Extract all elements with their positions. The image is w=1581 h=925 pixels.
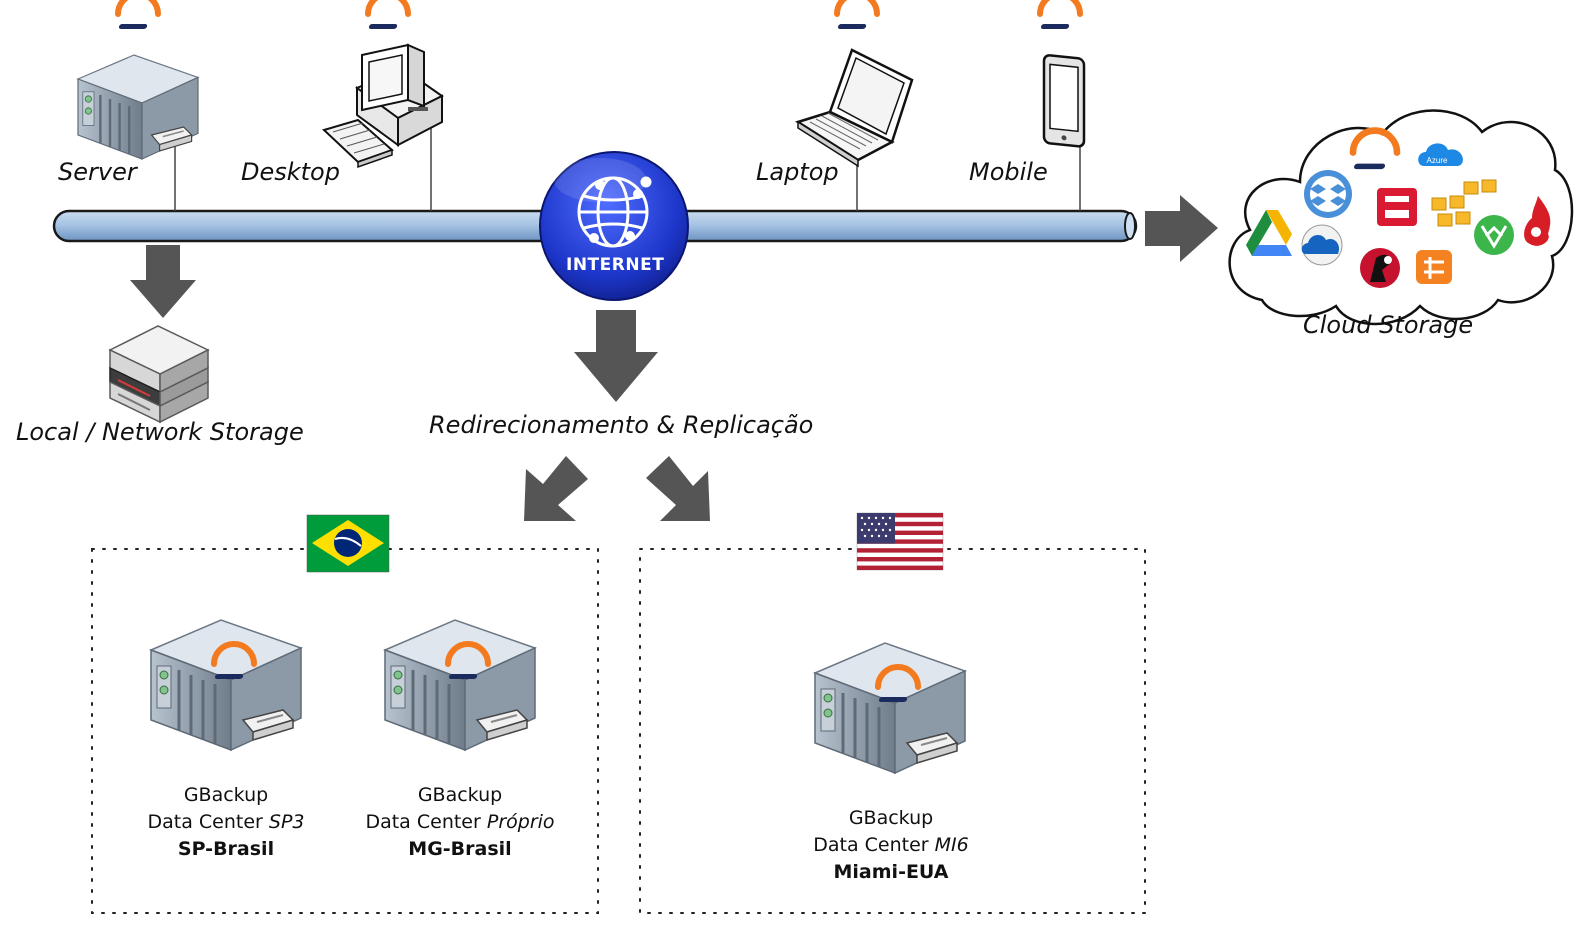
tablet-icon [1042,54,1086,148]
internet-label: INTERNET [566,255,665,275]
gbackup-logo-icon [368,0,408,29]
datacenter-mi-server-icon [813,641,967,775]
dropbox-icon [1304,170,1352,218]
datacenter-mg-site: Próprio [486,811,555,833]
arrow-down-replication [574,310,658,402]
datacenter-sp-name: GBackup [183,784,269,806]
wasabi-icon [1474,215,1514,255]
desktop-device [322,0,444,169]
laptop-label: Laptop [756,158,839,186]
rackspace-icon [1360,248,1400,288]
brazil-flag-icon [306,514,390,573]
amazon-s3-icon [1431,179,1497,227]
cloud-storage-label: Cloud Storage [1303,311,1474,339]
azure-label: Azure [1427,156,1448,165]
cloud-service-icons: Azure [1246,131,1551,288]
usa-flag-icon [856,512,944,571]
internet-globe [539,151,689,301]
datacenter-mi-caption: GBackup Data Center MI6 Miami-EUA [791,805,991,886]
google-drive-icon [1246,210,1292,256]
desktop-icon [322,43,444,169]
arrow-down-local-storage [130,245,196,318]
datacenter-mi-site: MI6 [934,834,969,856]
local-storage-icon [108,325,210,424]
server-label: Server [58,158,137,186]
datacenter-mg-prefix: Data Center [365,811,487,833]
arrow-right-cloud [1145,195,1218,262]
azure-icon: Azure [1418,143,1463,166]
replication-label: Redirecionamento & Replicação [429,411,814,439]
desktop-label: Desktop [241,158,340,186]
datacenter-sp-prefix: Data Center [147,811,269,833]
arrow-down-left-brazil [524,456,588,521]
datacenter-mg-name: GBackup [417,784,503,806]
onedrive-icon [1301,224,1343,266]
mobile-label: Mobile [969,158,1048,186]
gbackup-logo-icon [1040,0,1080,29]
box-icon [1416,250,1452,284]
datacenter-sp-site: SP3 [268,811,305,833]
arrow-down-right-usa [646,456,710,521]
datacenter-mg-server-icon [383,618,537,752]
mobile-device [1040,0,1086,148]
datacenter-sp-location: SP-Brasil [177,838,275,860]
datacenter-mg-location: MG-Brasil [408,838,512,860]
device-connector-lines [174,128,1081,211]
server-device [76,0,200,161]
laptop-device [795,0,914,168]
laptop-icon [795,48,914,168]
datacenter-sp-caption: GBackup Data Center SP3 SP-Brasil [126,782,326,863]
datacenter-sp-server-icon [149,618,303,752]
datacenter-mi-location: Miami-EUA [833,861,949,883]
datacenter-mi-name: GBackup [848,807,934,829]
server-icon [76,53,200,161]
gbackup-logo-icon [837,0,877,29]
arrows [130,195,1218,521]
globe-icon [577,176,652,248]
openstack-icon [1377,188,1417,226]
gbackup-logo-icon [118,0,158,29]
local-storage-label: Local / Network Storage [16,418,304,446]
datacenter-mi-prefix: Data Center [813,834,935,856]
datacenter-mg-caption: GBackup Data Center Próprio MG-Brasil [350,782,570,863]
backblaze-icon [1524,196,1551,246]
